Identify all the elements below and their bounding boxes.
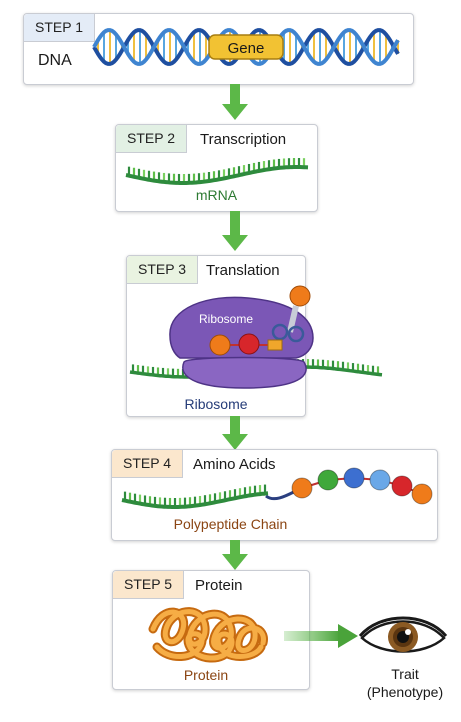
step4-tag: STEP 4: [112, 450, 183, 478]
amino-acid-bead-6: [411, 483, 433, 505]
arrow-right: [284, 624, 358, 648]
gene-box: [208, 34, 284, 60]
eye-icon: [358, 616, 448, 653]
step3-title: Translation: [206, 262, 280, 279]
ribosome-inner-label: Ribosome: [199, 312, 253, 326]
step5-caption: Protein: [183, 667, 229, 683]
step5-title: Protein: [195, 577, 243, 594]
amino-acid-bead-5: [391, 475, 413, 497]
step4-caption: Polypeptide Chain: [173, 516, 288, 532]
step5-card: STEP 5 Protein Protein: [112, 570, 310, 690]
step2-card: STEP 2 Transcription mRNA: [115, 124, 318, 212]
step2-tag: STEP 2: [116, 125, 187, 153]
amino-acid-bead-2: [317, 469, 339, 491]
step1-label: DNA: [38, 52, 72, 69]
trna-icon: [267, 285, 311, 351]
ribosome-icon: Ribosome: [129, 285, 383, 389]
step2-title: Transcription: [200, 131, 287, 148]
amino-acid-chain-icon: [121, 467, 433, 509]
arrow-down-2: [222, 211, 248, 251]
amino-acid-red-1: [238, 333, 260, 355]
amino-acid-bead-4: [369, 469, 391, 491]
mrna-strand-icon: [125, 158, 309, 185]
step3-tag: STEP 3: [127, 256, 198, 284]
arrow-down-3: [222, 416, 248, 450]
step4-card: STEP 4 Amino Acids Polypeptide Chain: [111, 449, 438, 541]
step2-caption: mRNA: [195, 187, 238, 203]
gene-label: Gene: [228, 40, 265, 57]
step3-caption: Ribosome: [184, 396, 248, 412]
arrow-down-1: [222, 84, 248, 120]
step5-tag: STEP 5: [113, 571, 184, 599]
trait-label: Trait: [391, 666, 419, 682]
amino-acid-bead-3: [343, 467, 365, 489]
amino-acid-bead-1: [291, 477, 313, 499]
protein-blob-icon: [148, 607, 268, 663]
trait-sublabel: (Phenotype): [366, 684, 444, 700]
step1-tag: STEP 1: [24, 14, 95, 42]
dna-helix-icon: Gene: [92, 28, 400, 66]
arrow-down-4: [222, 540, 248, 570]
step1-card: STEP 1 DNA Gene: [23, 13, 414, 85]
amino-acid-orange-1: [209, 334, 231, 356]
step4-title: Amino Acids: [193, 456, 276, 473]
